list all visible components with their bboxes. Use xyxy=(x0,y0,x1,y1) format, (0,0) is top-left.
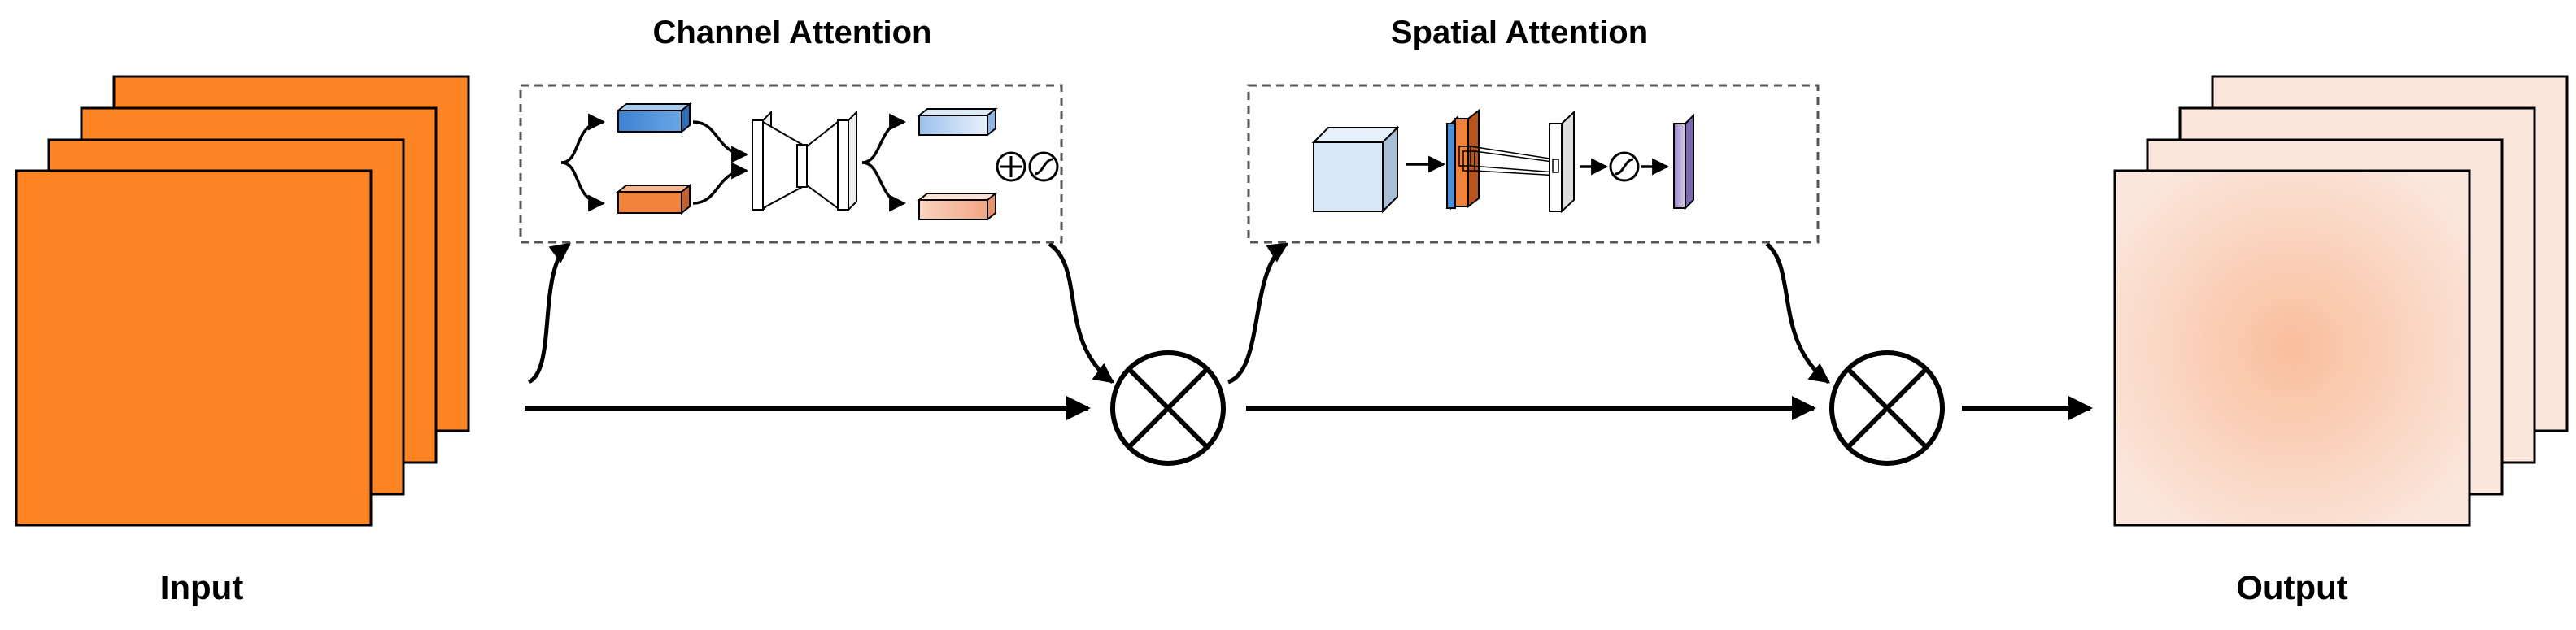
input-feature-stack xyxy=(15,75,470,527)
pooled-maps-icon xyxy=(1446,108,1480,211)
avg-pool-vector-icon xyxy=(616,183,692,215)
spatial-sigmoid-icon xyxy=(1609,151,1640,182)
conv-output-icon xyxy=(1549,110,1575,214)
channel-multiply-icon xyxy=(1110,350,1226,466)
spatial-attention-module xyxy=(1247,84,1820,244)
multiply-to-spatial-branch-arrow xyxy=(1227,241,1289,385)
spatial-to-multiply-branch-arrow xyxy=(1765,242,1831,385)
channel-attention-box xyxy=(519,84,1063,244)
spatial-attention-map-icon xyxy=(1673,113,1694,211)
sigmoid-icon xyxy=(1028,151,1059,182)
spatial-multiply-icon xyxy=(1829,350,1945,466)
spatial-attention-title: Spatial Attention xyxy=(1391,15,1648,50)
output-feature-stack xyxy=(2113,75,2569,527)
spatial-attention-box xyxy=(1247,84,1820,244)
channel-attention-module xyxy=(519,84,1063,244)
max-pool-vector-icon xyxy=(616,102,692,134)
mlp-output-max-icon xyxy=(917,106,998,137)
feature-cube-icon xyxy=(1311,125,1400,214)
output-label: Output xyxy=(2236,568,2348,606)
channel-to-multiply-branch-arrow xyxy=(1048,241,1115,385)
channel-attention-title: Channel Attention xyxy=(653,15,932,50)
input-label: Input xyxy=(160,568,244,606)
circle-plus-icon xyxy=(996,151,1026,182)
conv-projection-lines xyxy=(1470,146,1559,176)
mlp-output-avg-icon xyxy=(917,191,998,222)
input-to-channel-branch-arrow xyxy=(527,242,571,385)
shared-mlp-icon xyxy=(752,110,857,212)
